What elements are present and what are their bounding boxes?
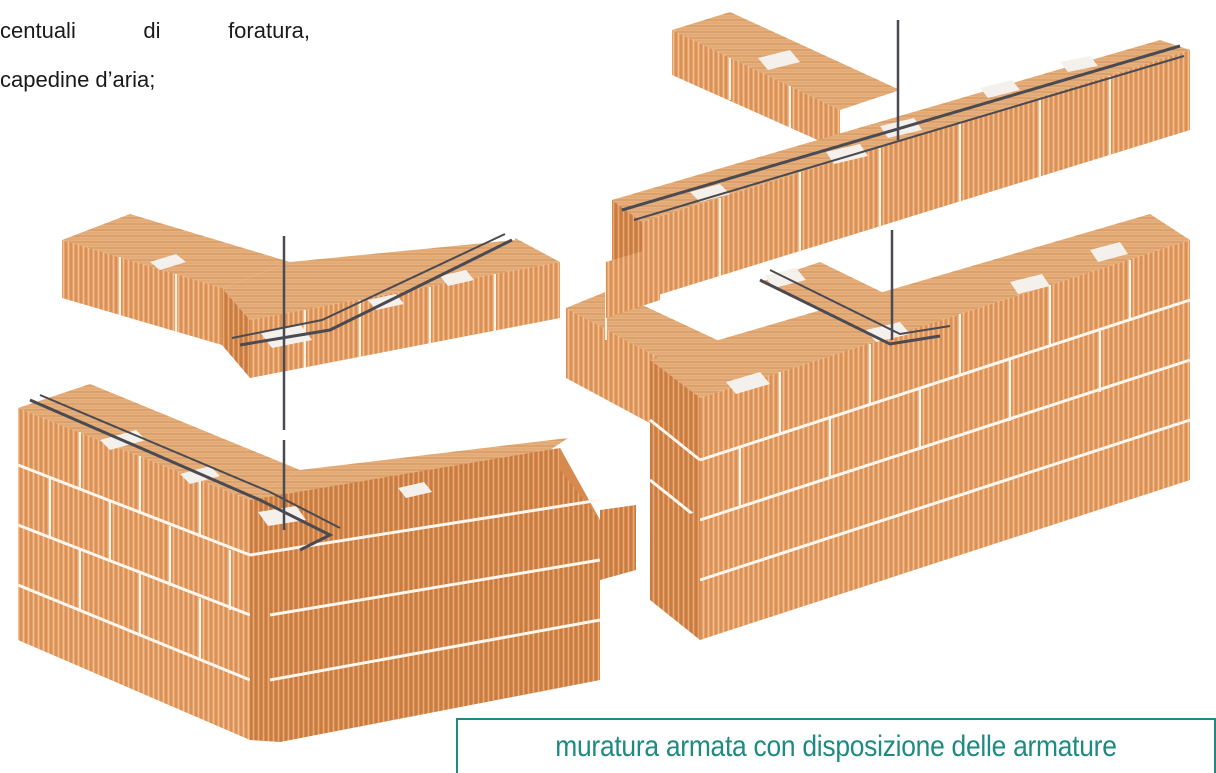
right-upper-course — [612, 12, 1190, 300]
word: di — [143, 18, 161, 43]
word: centuali — [0, 18, 76, 43]
left-upper-course — [62, 214, 560, 430]
left-lower-wall — [17, 384, 636, 742]
word: foratura, — [228, 18, 310, 43]
body-text-line-2: capedine d’aria; — [0, 67, 156, 92]
right-lower-wall — [566, 214, 1191, 640]
figure-caption-box: muratura armata con disposizione delle a… — [456, 718, 1216, 773]
figure-caption: muratura armata con disposizione delle a… — [555, 729, 1117, 763]
body-text-line-1: centuali di foratura, — [0, 18, 310, 44]
